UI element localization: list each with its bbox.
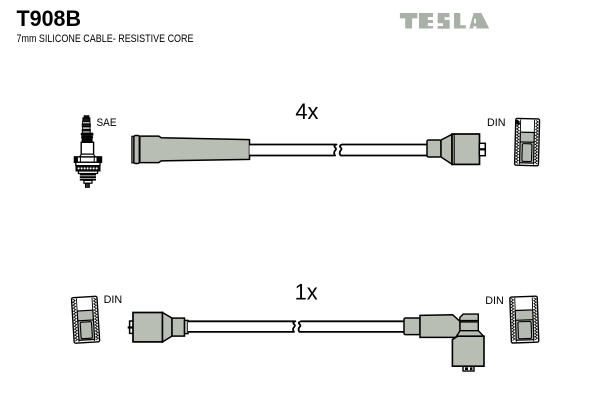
svg-text:1x: 1x (295, 279, 318, 304)
svg-text:4x: 4x (295, 99, 318, 124)
svg-text:T908B: T908B (17, 6, 82, 31)
svg-text:7mm SILICONE CABLE- RESISTIVE: 7mm SILICONE CABLE- RESISTIVE CORE (17, 33, 194, 45)
svg-text:DIN: DIN (485, 295, 504, 307)
svg-text:SAE: SAE (97, 117, 117, 129)
svg-text:DIN: DIN (104, 294, 123, 306)
svg-text:DIN: DIN (487, 117, 506, 129)
